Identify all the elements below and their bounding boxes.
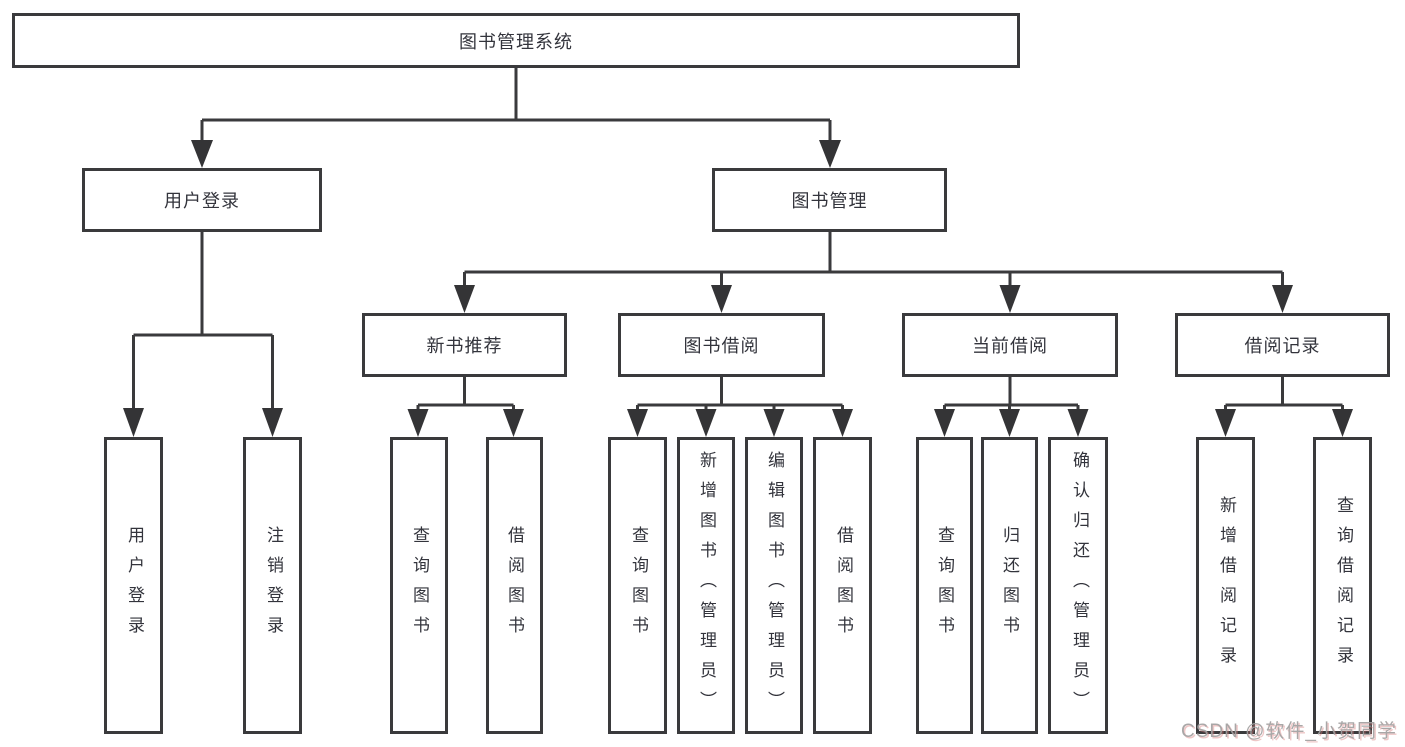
node-library-management-system: 图书管理系统 bbox=[12, 13, 1020, 68]
node-current-borrowing: 当前借阅 bbox=[902, 313, 1118, 377]
leaf-logout: 注销登录 bbox=[243, 437, 302, 734]
leaf-query-books-borrow: 查询图书 bbox=[608, 437, 667, 734]
node-user-login: 用户登录 bbox=[82, 168, 322, 232]
csdn-watermark: CSDN @软件_小贺同学 bbox=[1181, 721, 1397, 742]
leaf-add-borrow-record: 新增借阅记录 bbox=[1196, 437, 1255, 734]
node-book-borrowing: 图书借阅 bbox=[618, 313, 825, 377]
leaf-user-login: 用户登录 bbox=[104, 437, 163, 734]
node-new-book-recommendation: 新书推荐 bbox=[362, 313, 567, 377]
node-borrowing-records: 借阅记录 bbox=[1175, 313, 1390, 377]
leaf-query-books-recommend: 查询图书 bbox=[390, 437, 448, 734]
leaf-borrow-books-recommend: 借阅图书 bbox=[486, 437, 543, 734]
leaf-add-books-admin: 新增图书（管理员） bbox=[677, 437, 735, 734]
leaf-confirm-return-admin: 确认归还（管理员） bbox=[1048, 437, 1108, 734]
leaf-query-borrow-record: 查询借阅记录 bbox=[1313, 437, 1372, 734]
leaf-query-books-current: 查询图书 bbox=[916, 437, 973, 734]
node-book-management: 图书管理 bbox=[712, 168, 947, 232]
leaf-borrow-books: 借阅图书 bbox=[813, 437, 872, 734]
leaf-edit-books-admin: 编辑图书（管理员） bbox=[745, 437, 803, 734]
leaf-return-books: 归还图书 bbox=[981, 437, 1038, 734]
